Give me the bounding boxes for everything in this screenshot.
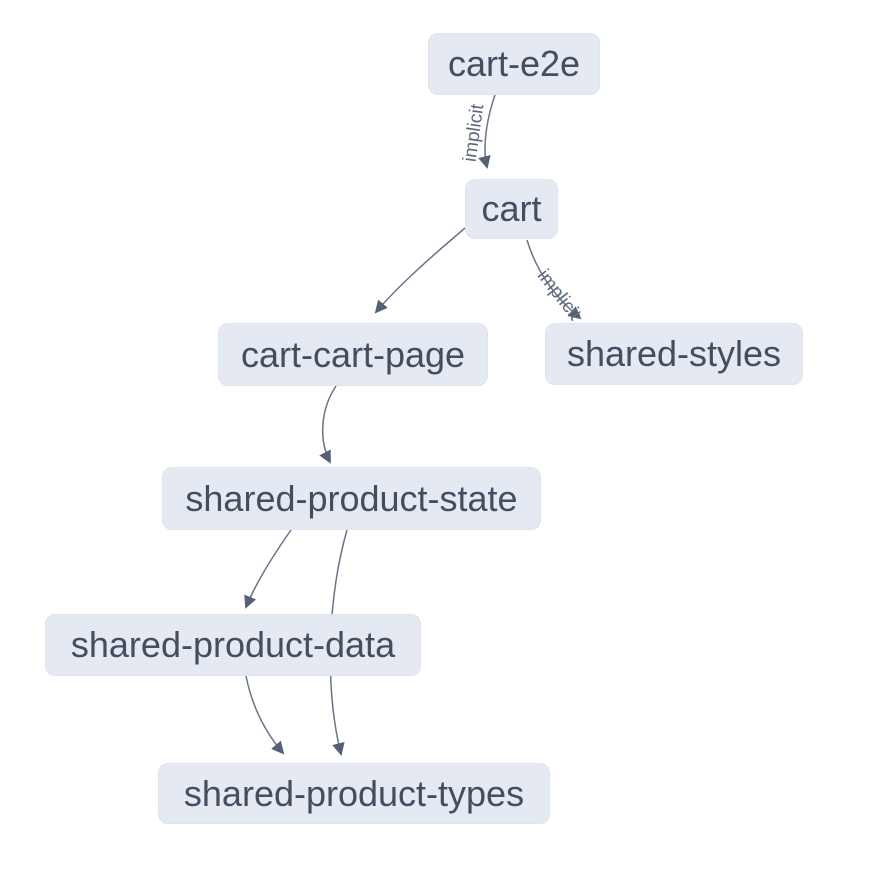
graph-node-shared-styles[interactable]: shared-styles — [545, 323, 803, 385]
edge-shared-product-state-to-shared-product-data[interactable] — [244, 529, 292, 609]
graph-node-label: shared-product-types — [183, 772, 525, 814]
graph-node-cart-cart-page[interactable]: cart-cart-page — [218, 323, 488, 386]
graph-node-label: cart — [481, 188, 542, 229]
graph-node-cart[interactable]: cart — [465, 179, 558, 239]
edge-cart-to-shared-styles[interactable] — [526, 239, 582, 320]
graph-node-label: shared-product-state — [185, 477, 518, 519]
graph-node-label: shared-product-data — [70, 624, 396, 665]
edge-cart-cart-page-to-shared-product-state[interactable] — [319, 385, 337, 464]
edge-cart-to-cart-cart-page[interactable] — [374, 227, 466, 314]
graph-node-label: cart-cart-page — [240, 333, 466, 375]
edge-label-cart-e2e-to-cart: implicit — [460, 102, 489, 163]
graph-node-shared-product-types[interactable]: shared-product-types — [158, 763, 550, 824]
graph-node-label: cart-e2e — [447, 43, 581, 84]
graph-node-shared-product-state[interactable]: shared-product-state — [162, 467, 541, 530]
edge-label-cart-to-shared-styles: implicit — [533, 266, 586, 325]
graph-node-cart-e2e[interactable]: cart-e2e — [428, 33, 600, 95]
edge-shared-product-data-to-shared-product-types[interactable] — [245, 675, 285, 755]
edge-cart-e2e-to-cart[interactable] — [478, 94, 496, 169]
graph-node-shared-product-data[interactable]: shared-product-data — [45, 614, 421, 676]
graph-node-label: shared-styles — [566, 333, 782, 374]
